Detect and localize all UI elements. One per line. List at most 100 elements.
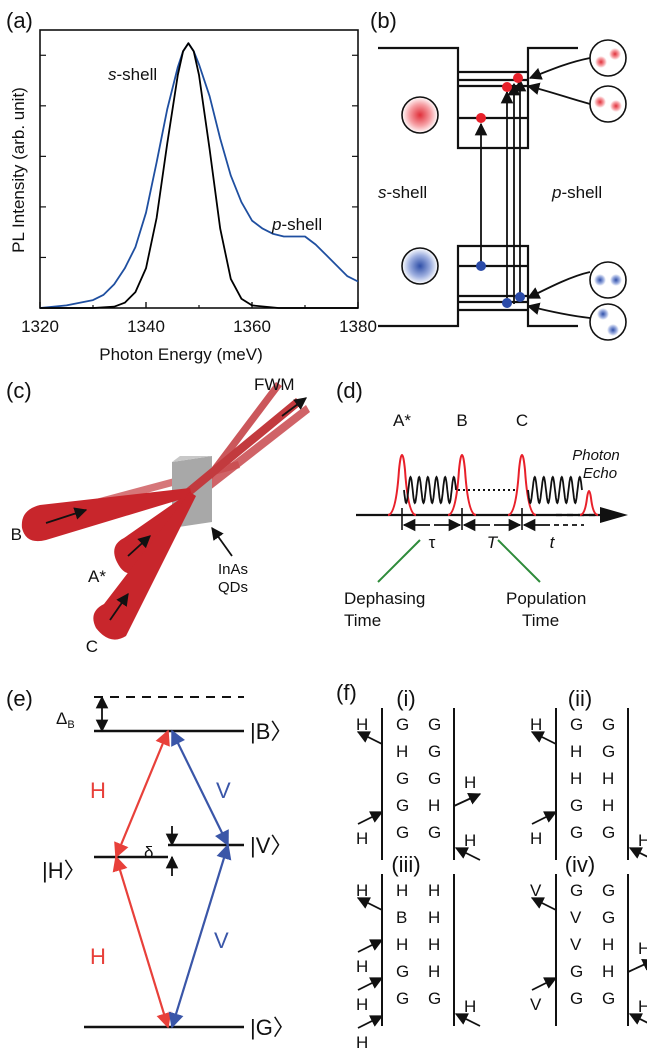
pulse-c-label: C bbox=[516, 411, 528, 430]
field-arrow bbox=[530, 897, 557, 911]
ket-state: V bbox=[570, 908, 582, 927]
x-tick-label: 1320 bbox=[21, 317, 59, 336]
photon-echo-line2: Echo bbox=[583, 465, 617, 482]
coherence-oscillation bbox=[403, 475, 457, 505]
ket-state: V bbox=[570, 935, 582, 954]
field-label: H bbox=[464, 997, 476, 1016]
bra-state: H bbox=[428, 908, 440, 927]
ket-state: G bbox=[570, 715, 583, 734]
field-arrow bbox=[356, 731, 383, 745]
ket-state: G bbox=[570, 989, 583, 1008]
p-electron-wavefunction-icon bbox=[589, 39, 627, 77]
pol-v-upper: V bbox=[216, 778, 231, 803]
state-v-label: |V〉 bbox=[250, 833, 292, 858]
bra-state: G bbox=[602, 989, 615, 1008]
t-label: t bbox=[550, 533, 556, 552]
pulse-b bbox=[447, 454, 477, 516]
dephasing-line2: Time bbox=[344, 611, 381, 630]
pol-v-lower: V bbox=[214, 928, 229, 953]
population-line1: Population bbox=[506, 589, 586, 608]
hole-dot bbox=[476, 261, 486, 271]
pointer-curve bbox=[526, 82, 591, 105]
delta-label: δ bbox=[144, 843, 153, 862]
field-label: H bbox=[356, 1033, 368, 1051]
spectra bbox=[39, 42, 359, 309]
bra-state: H bbox=[602, 962, 614, 981]
state-h-label: |H〉 bbox=[42, 858, 86, 883]
bra-state: G bbox=[602, 823, 615, 842]
x-tick-label: 1340 bbox=[127, 317, 165, 336]
pointer-curve bbox=[526, 271, 591, 299]
label-beam-c: C bbox=[86, 637, 98, 656]
s-shell-label: s-shell bbox=[378, 183, 427, 202]
ket-state: G bbox=[570, 796, 583, 815]
transition-v-lower bbox=[168, 843, 232, 1029]
diagram-title: (i) bbox=[396, 686, 416, 711]
ket-state: G bbox=[396, 796, 409, 815]
ket-state: G bbox=[396, 989, 409, 1008]
panel-b-label: (b) bbox=[370, 8, 397, 33]
ket-state: H bbox=[396, 935, 408, 954]
state-g-label: |G〉 bbox=[250, 1015, 295, 1040]
sample-label-line1: InAs bbox=[218, 561, 248, 578]
electron-dot bbox=[502, 82, 512, 92]
field-label: H bbox=[638, 831, 647, 850]
p-shell-label: p-shell bbox=[551, 183, 602, 202]
bra-state: G bbox=[602, 908, 615, 927]
ket-state: G bbox=[570, 823, 583, 842]
dephasing-pointer bbox=[377, 539, 421, 583]
field-label: H bbox=[356, 995, 368, 1014]
hole-dot bbox=[515, 292, 525, 302]
T-label: T bbox=[487, 533, 499, 552]
panel-e: (e) ΔB δ |B〉 |V〉 |H〉 |G〉 H V H V bbox=[6, 686, 295, 1040]
coherence-oscillation bbox=[527, 475, 583, 505]
transition-h-lower bbox=[112, 855, 172, 1029]
field-arrow bbox=[530, 731, 557, 745]
p-hole-wavefunction-icon bbox=[589, 261, 627, 299]
y-ticks bbox=[40, 54, 358, 259]
panel-c: (c) FWM B A* C InAs QDs bbox=[6, 375, 310, 656]
field-arrow bbox=[454, 847, 481, 861]
diagram-title: (iv) bbox=[565, 852, 596, 877]
beam-a bbox=[114, 492, 194, 574]
time-axis-arrow-icon bbox=[600, 507, 628, 523]
transition-v-upper bbox=[171, 729, 229, 847]
fwm-beam bbox=[182, 398, 302, 498]
dephasing-line1: Dephasing bbox=[344, 589, 425, 608]
field-label: H bbox=[638, 997, 647, 1016]
field-label: H bbox=[464, 773, 476, 792]
bra-state: H bbox=[428, 796, 440, 815]
p-electron-wavefunction-icon bbox=[589, 85, 627, 123]
bra-state: G bbox=[428, 715, 441, 734]
field-arrow bbox=[628, 847, 647, 859]
bra-state: H bbox=[428, 962, 440, 981]
beam-b bbox=[21, 488, 193, 542]
transition-h-upper bbox=[114, 729, 170, 859]
y-axis-label: PL Intensity (arb. unit) bbox=[9, 87, 28, 253]
panel-b: (b) bbox=[370, 8, 627, 341]
ket-state: G bbox=[396, 769, 409, 788]
panel-c-label: (c) bbox=[6, 378, 32, 403]
electron-dot bbox=[476, 113, 486, 123]
field-arrow bbox=[357, 811, 384, 825]
field-arrow bbox=[357, 939, 384, 953]
label-beam-a: A* bbox=[88, 567, 106, 586]
conduction-band-edge bbox=[378, 46, 578, 150]
photon-echo-line1: Photon bbox=[572, 447, 620, 464]
bra-state: G bbox=[428, 742, 441, 761]
x-tick-label: 1360 bbox=[233, 317, 271, 336]
bra-state: H bbox=[428, 935, 440, 954]
field-label: H bbox=[530, 715, 542, 734]
field-arrow bbox=[357, 977, 384, 991]
s-hole-wavefunction-icon bbox=[401, 247, 439, 285]
fwm-direction-arrow bbox=[281, 397, 308, 417]
panel-f-label: (f) bbox=[336, 680, 357, 705]
ket-state: G bbox=[396, 715, 409, 734]
